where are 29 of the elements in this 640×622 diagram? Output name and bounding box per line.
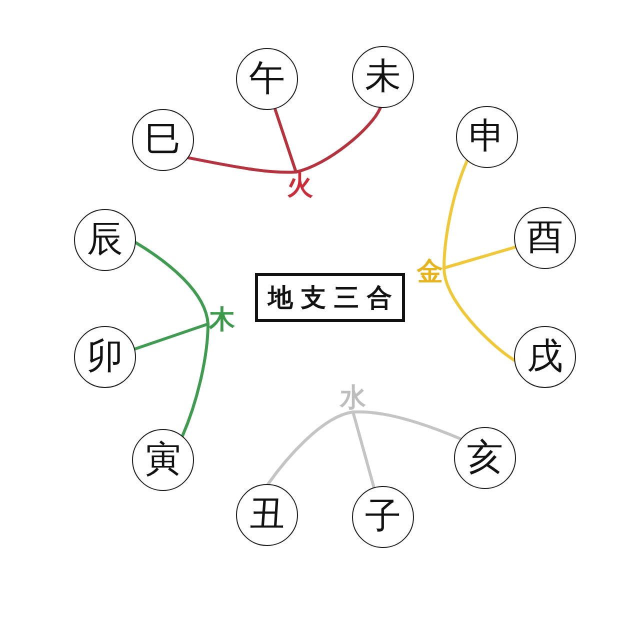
element-label: 水	[339, 384, 367, 412]
character-circle: 巳	[132, 109, 194, 171]
connector-line	[266, 410, 354, 486]
connector-line	[352, 410, 376, 489]
character-circle: 亥	[454, 427, 516, 489]
connector-line	[352, 410, 462, 440]
character-circle: 子	[352, 486, 414, 548]
character-circle: 酉	[514, 207, 576, 269]
connector-line	[133, 322, 210, 350]
connector-line	[442, 266, 516, 362]
character-circle: 未	[352, 46, 414, 108]
character-circle: 戌	[514, 326, 576, 388]
connector-line	[186, 156, 298, 174]
connector-line	[442, 246, 517, 270]
connector-line	[442, 159, 469, 270]
connector-line	[181, 322, 210, 438]
character-circle: 丑	[236, 484, 298, 546]
connector-line	[274, 107, 298, 174]
character-circle: 寅	[132, 429, 194, 491]
element-label: 金	[416, 258, 444, 286]
connector-line	[294, 106, 382, 174]
character-circle: 辰	[74, 209, 136, 271]
connector-line	[134, 241, 210, 326]
element-label: 火	[286, 172, 314, 200]
element-label: 木	[208, 306, 236, 334]
title-box: 地支三合	[255, 272, 405, 322]
character-circle: 卯	[74, 326, 136, 388]
character-circle: 午	[236, 48, 298, 110]
character-circle: 申	[456, 106, 518, 168]
